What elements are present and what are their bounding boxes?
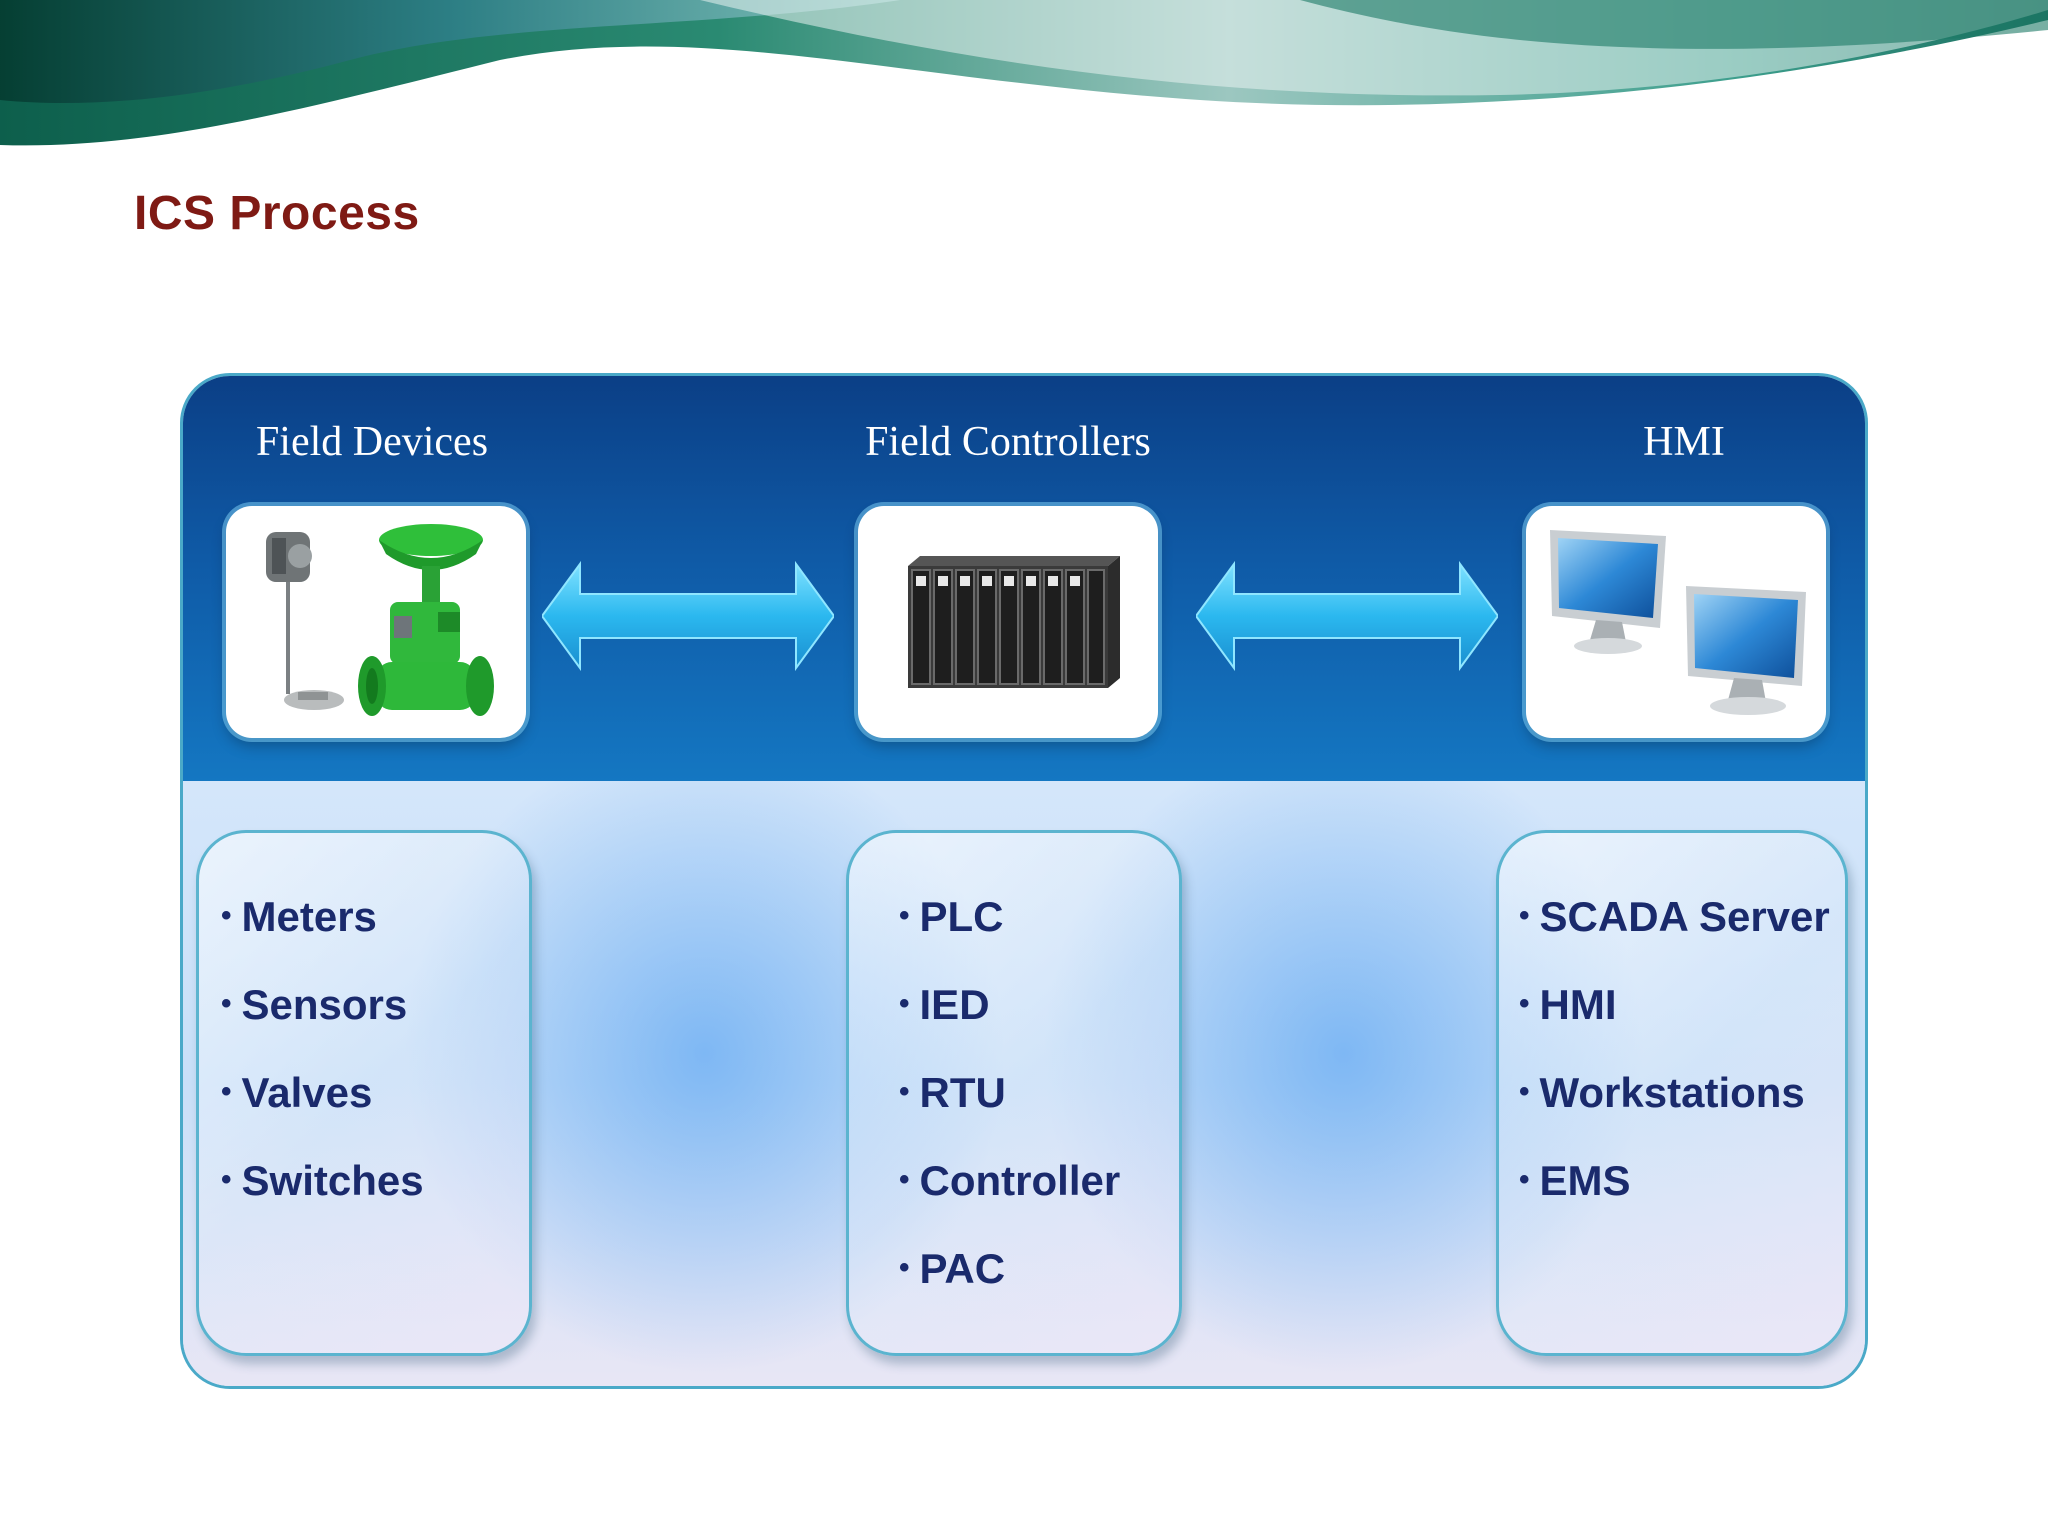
list-item: •HMI: [1519, 981, 1617, 1028]
heading-field-controllers: Field Controllers: [865, 419, 1151, 465]
hmi-list: •SCADA Server •HMI •Workstations •EMS: [1496, 830, 1848, 1356]
valve-actuator-icon: [266, 524, 494, 716]
list-item: •PLC: [899, 893, 1004, 940]
list-item: •SCADA Server: [1519, 893, 1830, 940]
list-item: •Sensors: [221, 981, 408, 1028]
heading-field-devices: Field Devices: [255, 419, 489, 465]
slide-title: ICS Process: [134, 187, 420, 240]
list-item: •Switches: [221, 1157, 424, 1204]
list-item: •RTU: [899, 1069, 1006, 1116]
list-item: •EMS: [1519, 1157, 1631, 1204]
list-item: •Valves: [221, 1069, 373, 1116]
field-controllers-image: [858, 506, 1158, 738]
hmi-image: [1526, 506, 1826, 738]
arrow-controllers-hmi: [1196, 560, 1498, 672]
header-wave-banner: [0, 0, 2048, 146]
list-item: •IED: [899, 981, 990, 1028]
computer-monitors-icon: [1550, 530, 1806, 715]
list-item: •Controller: [899, 1157, 1121, 1204]
list-item: •Workstations: [1519, 1069, 1805, 1116]
list-item: •PAC: [899, 1245, 1006, 1292]
field-controllers-list: •PLC •IED •RTU •Controller •PAC: [846, 830, 1182, 1356]
field-devices-list: •Meters •Sensors •Valves •Switches: [196, 830, 532, 1356]
plc-rack-icon: [908, 556, 1120, 688]
heading-hmi: HMI: [1643, 419, 1725, 465]
arrow-devices-controllers: [542, 560, 834, 672]
field-devices-image: [226, 506, 526, 738]
list-item: •Meters: [221, 893, 377, 940]
